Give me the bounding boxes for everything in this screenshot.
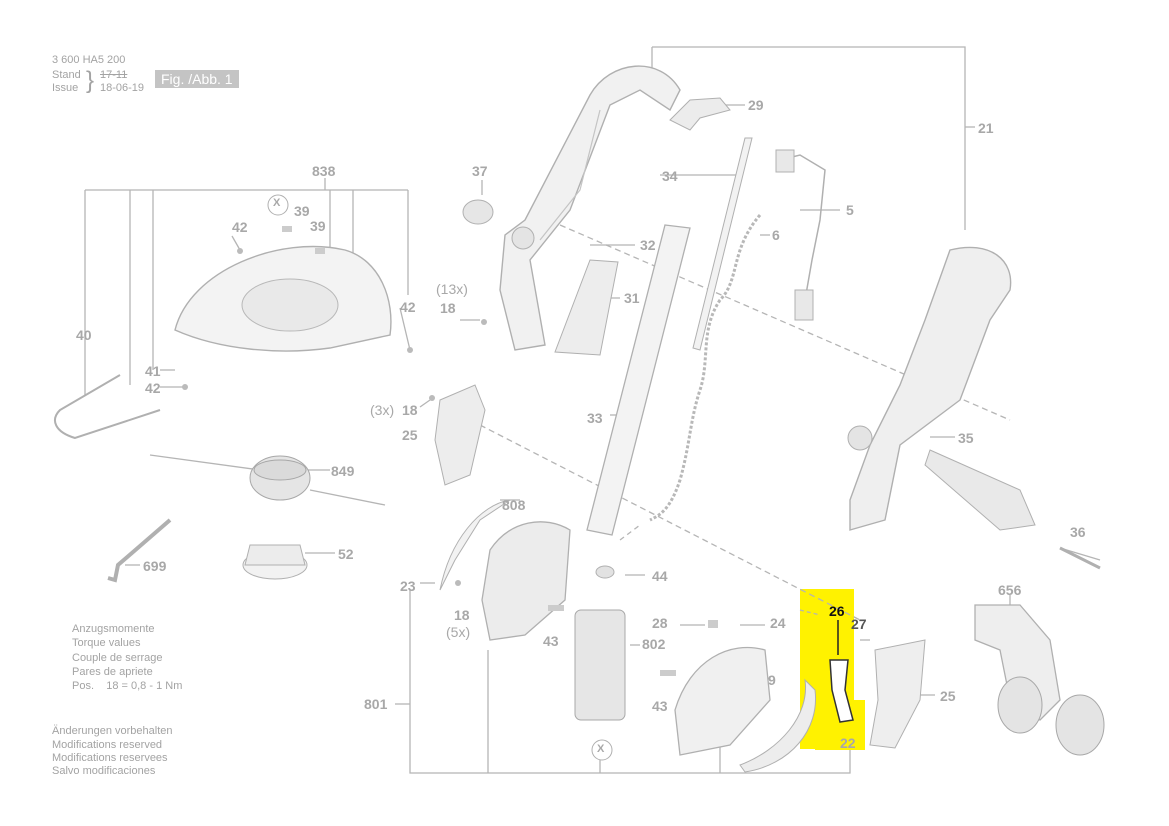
notice-line-1: Änderungen vorbehalten xyxy=(52,725,173,737)
callout-x-top: X xyxy=(273,197,281,209)
figure-label: Fig. /Abb. 1 xyxy=(155,70,239,88)
callout-699: 699 xyxy=(143,558,167,574)
callout-5x: (5x) xyxy=(446,624,471,640)
callout-25-left: 25 xyxy=(402,427,418,443)
callout-52: 52 xyxy=(338,546,354,562)
callout-39-a: 39 xyxy=(294,203,310,219)
torque-line-2: Torque values xyxy=(72,637,141,649)
callout-43-b: 43 xyxy=(652,698,668,714)
stand-value: 17-11 xyxy=(100,69,128,81)
stand-label: Stand xyxy=(52,69,81,81)
callout-26-highlighted: 26 xyxy=(829,603,845,619)
callout-23: 23 xyxy=(400,578,416,594)
callout-18-c: 18 xyxy=(454,607,470,623)
callout-9: 9 xyxy=(768,672,776,688)
callout-802: 802 xyxy=(642,636,666,652)
callout-838: 838 xyxy=(312,163,336,179)
callout-18-b: 18 xyxy=(402,402,418,418)
callout-37: 37 xyxy=(472,163,488,179)
notice-line-4: Salvo modificaciones xyxy=(52,765,156,777)
notice-line-2: Modifications reserved xyxy=(52,739,163,751)
callout-5: 5 xyxy=(846,202,854,218)
torque-line-3: Couple de serrage xyxy=(72,652,163,664)
callout-41: 41 xyxy=(145,363,161,379)
callout-27: 27 xyxy=(851,616,867,632)
callout-33: 33 xyxy=(587,410,603,426)
callout-6: 6 xyxy=(772,227,780,243)
callout-39-b: 39 xyxy=(310,218,326,234)
callout-42-right: 42 xyxy=(400,299,416,315)
issue-value: 18-06-19 xyxy=(100,82,145,94)
callout-24: 24 xyxy=(770,615,786,631)
callout-35: 35 xyxy=(958,430,974,446)
doc-number: 3 600 HA5 200 xyxy=(52,54,126,66)
callout-40: 40 xyxy=(76,327,92,343)
torque-line-5: Pos. 18 = 0,8 - 1 Nm xyxy=(72,680,183,692)
torque-line-4: Pares de apriete xyxy=(72,666,153,678)
callout-22: 22 xyxy=(840,735,856,751)
callout-849: 849 xyxy=(331,463,355,479)
callout-32: 32 xyxy=(640,237,656,253)
callout-42-lower: 42 xyxy=(145,380,161,396)
callout-29: 29 xyxy=(748,97,764,113)
callout-18-a: 18 xyxy=(440,300,456,316)
callout-3x: (3x) xyxy=(370,402,395,418)
callout-28: 28 xyxy=(652,615,668,631)
brace: } xyxy=(86,67,95,94)
issue-label: Issue xyxy=(52,82,79,94)
callout-25-right: 25 xyxy=(940,688,956,704)
torque-line-1: Anzugsmomente xyxy=(72,623,155,635)
notice-line-3: Modifications reservees xyxy=(52,752,168,764)
callout-43-a: 43 xyxy=(543,633,559,649)
callout-13x: (13x) xyxy=(436,281,468,297)
callout-44: 44 xyxy=(652,568,668,584)
callout-21: 21 xyxy=(978,120,994,136)
callout-808: 808 xyxy=(502,497,526,513)
callout-656: 656 xyxy=(998,582,1022,598)
callout-801: 801 xyxy=(364,696,388,712)
callout-31: 31 xyxy=(624,290,640,306)
callout-36: 36 xyxy=(1070,524,1086,540)
callout-x-bottom: X xyxy=(597,743,605,755)
callout-34: 34 xyxy=(662,168,678,184)
callout-42-top: 42 xyxy=(232,219,248,235)
